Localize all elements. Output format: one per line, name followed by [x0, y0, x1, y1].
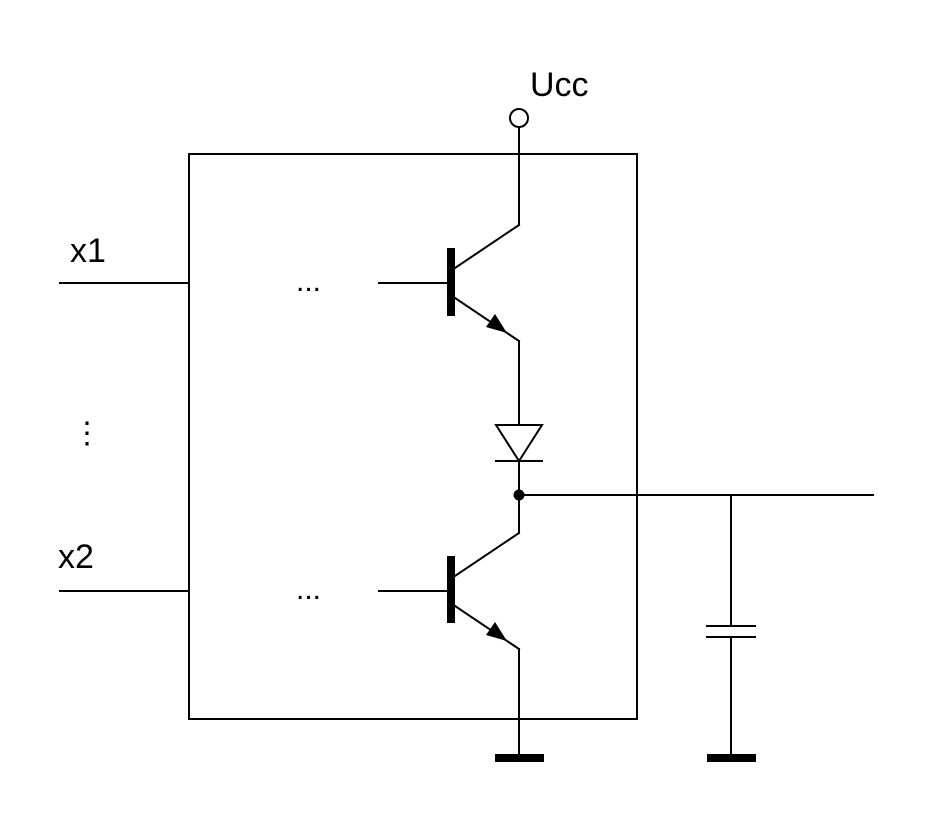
- supply-label: Ucc: [530, 66, 589, 104]
- upper-emitter: [453, 296, 521, 343]
- lower-collector: [453, 531, 521, 578]
- diode-triangle-icon: [494, 424, 544, 463]
- lower-emitter: [453, 604, 521, 651]
- input-1-label: x1: [70, 232, 106, 270]
- input-ellipsis-label: ⋮: [72, 417, 102, 450]
- lower-ellipsis-label: ...: [296, 573, 321, 606]
- input-2-label: x2: [58, 538, 94, 576]
- lower-emitter-arrow-icon: [486, 622, 507, 641]
- upper-emitter-arrow-icon: [486, 314, 507, 333]
- gate-block: [188, 153, 638, 720]
- supply-terminal: [509, 108, 529, 128]
- upper-collector: [453, 223, 521, 270]
- upper-ellipsis-label: ...: [296, 265, 321, 298]
